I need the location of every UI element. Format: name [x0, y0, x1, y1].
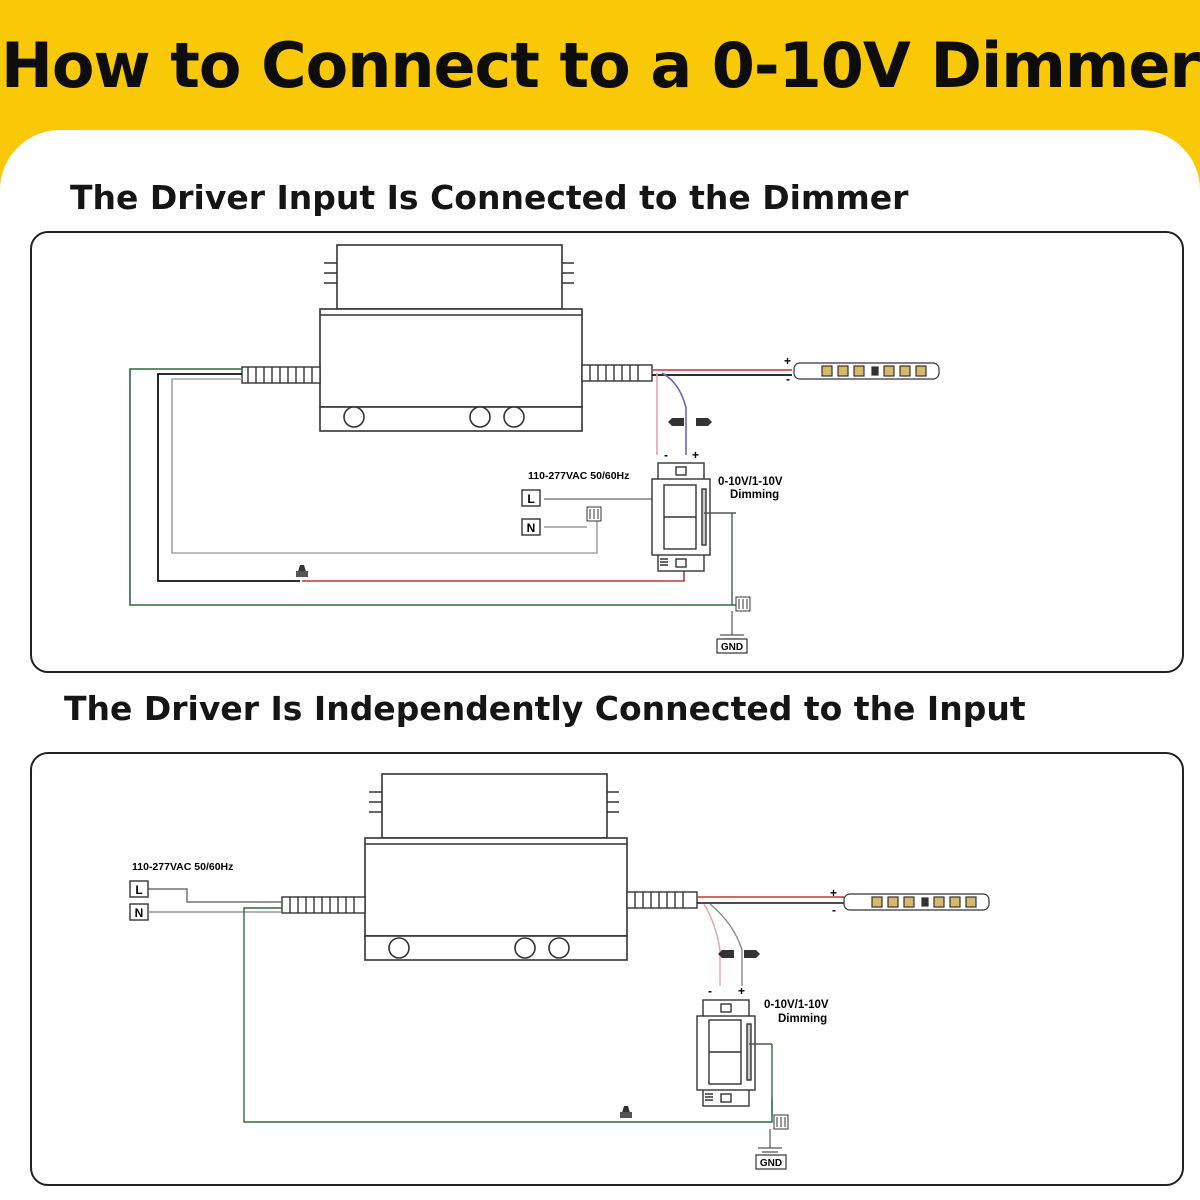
gnd-label: GND	[721, 642, 743, 653]
cable-gland-left	[241, 366, 321, 384]
dimmer-minus-label: -	[664, 448, 668, 462]
led-driver	[319, 244, 583, 432]
supply-voltage-label: 110-277VAC 50/60Hz	[528, 470, 629, 482]
wire-nut	[296, 565, 308, 577]
dimmer-switch[interactable]	[651, 462, 736, 572]
dim-positive-wire	[661, 372, 687, 455]
diagram2-wiring: 110-277VAC 50/60Hz L N - + 0-10V/1-10V D…	[129, 773, 990, 1170]
dim-wire-connectors	[718, 950, 760, 958]
cable-gland-right	[581, 364, 653, 382]
dimming-label: Dimming	[778, 1013, 827, 1025]
strip-plus-label: +	[830, 886, 837, 900]
dimming-type-label: 0-10V/1-10V	[764, 999, 829, 1011]
diagram2-panel: 110-277VAC 50/60Hz L N - + 0-10V/1-10V D…	[30, 752, 1184, 1186]
dim-wire-connectors	[668, 418, 712, 426]
diagram1-heading: The Driver Input Is Connected to the Dim…	[70, 178, 909, 217]
diagram1-wiring: - + 110-277VAC 50/60Hz 0-10V/1-10V Dimmi…	[129, 244, 940, 654]
cable-gland-left	[281, 896, 366, 914]
neutral-connector	[586, 506, 602, 522]
neutral-wire	[171, 378, 598, 554]
led-strip	[843, 893, 990, 911]
diagram2-heading: The Driver Is Independently Connected to…	[64, 689, 1026, 728]
dimmer-minus-label: -	[708, 984, 712, 998]
gnd-box	[716, 638, 748, 654]
line-terminal-label: L	[135, 883, 142, 897]
dimmer-plus-label: +	[738, 984, 745, 998]
cable-gland-right	[626, 891, 698, 909]
ground-connector	[773, 1114, 789, 1130]
dimming-type-label: 0-10V/1-10V	[718, 476, 783, 488]
gnd-label: GND	[760, 1158, 782, 1169]
page-title: How to Connect to a 0-10V Dimmer	[0, 28, 1200, 102]
led-driver	[364, 773, 628, 961]
dimmer-switch[interactable]	[696, 999, 772, 1107]
line-terminal-label: L	[527, 492, 534, 506]
supply-voltage-label: 110-277VAC 50/60Hz	[132, 861, 233, 873]
line-terminal-box	[521, 489, 541, 507]
neutral-terminal-label: N	[527, 521, 536, 535]
neutral-terminal-box	[521, 518, 541, 536]
wire-nut	[620, 1106, 632, 1118]
led-strip	[793, 362, 940, 380]
dim-negative-wire	[703, 903, 721, 986]
dimming-label: Dimming	[730, 489, 779, 501]
dimmer-plus-label: +	[692, 448, 699, 462]
gnd-box	[755, 1154, 787, 1170]
neutral-terminal-label: N	[135, 906, 144, 920]
line-wire	[157, 373, 300, 582]
strip-minus-label: -	[832, 903, 836, 917]
strip-minus-label: -	[786, 372, 790, 386]
strip-plus-label: +	[784, 354, 791, 368]
ground-connector	[735, 596, 751, 612]
switched-line-wire	[302, 563, 685, 582]
diagram1-panel: - + 110-277VAC 50/60Hz 0-10V/1-10V Dimmi…	[30, 231, 1184, 673]
ground-wire	[129, 368, 742, 606]
line-wire	[148, 888, 282, 903]
dim-positive-wire	[709, 903, 743, 986]
